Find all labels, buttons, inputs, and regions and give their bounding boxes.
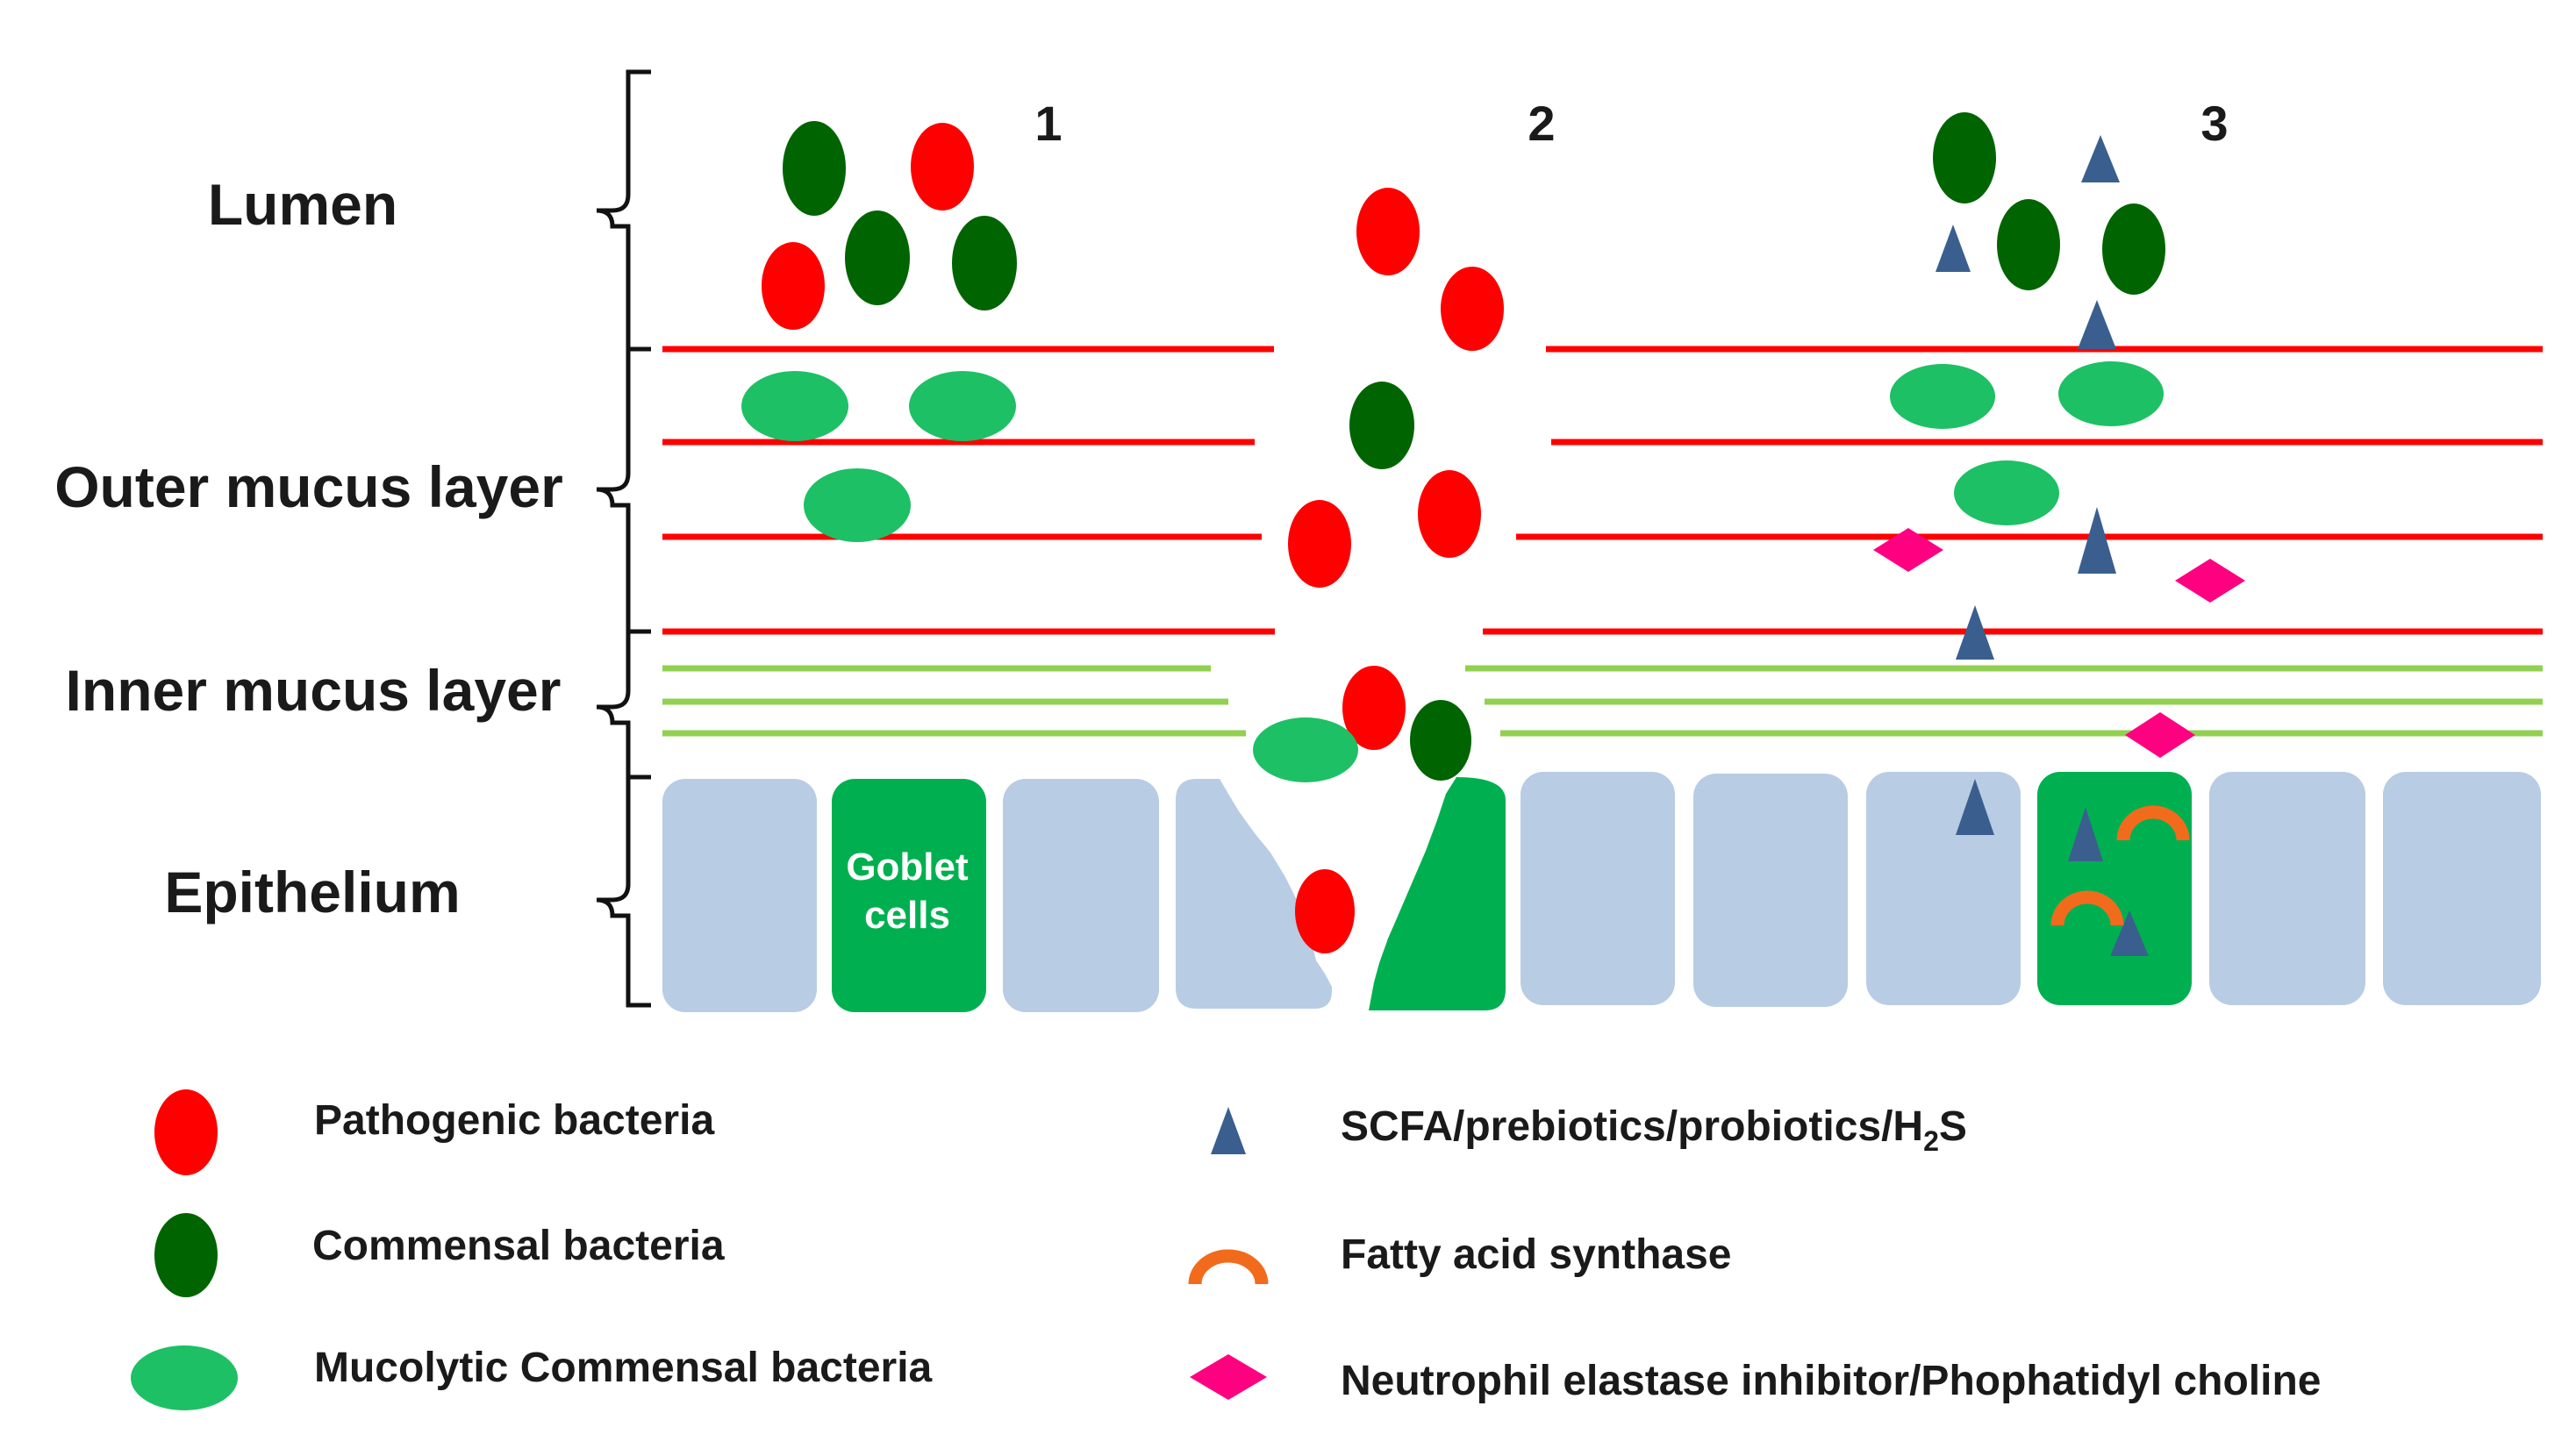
legend-mucolytic-icon xyxy=(131,1345,238,1410)
epithelium-cells xyxy=(662,772,2541,1012)
layer-label-epithelium: Epithelium xyxy=(164,860,460,924)
legend-commensal-icon xyxy=(154,1213,218,1297)
scfa-triangle-icon xyxy=(1956,605,1994,660)
commensal-bacterium xyxy=(2102,203,2165,295)
commensal-bacterium xyxy=(952,216,1017,310)
commensal-bacterium xyxy=(1933,112,1996,203)
mucolytic-commensal-bacterium xyxy=(909,371,1016,441)
legend-elastase-label: Neutrophil elastase inhibitor/Phophatidy… xyxy=(1341,1358,2321,1404)
layer-label-outer-mucus: Outer mucus layer xyxy=(54,454,563,519)
lumen-brace xyxy=(596,69,651,352)
mucolytic-commensal-bacterium xyxy=(741,371,848,441)
outer-mucus-lines xyxy=(662,346,2543,635)
legend-commensal-label: Commensal bacteria xyxy=(312,1223,725,1269)
pathogenic-bacterium xyxy=(1342,666,1406,750)
scfa-triangle-icon xyxy=(2068,807,2103,861)
commensal-bacterium xyxy=(1349,382,1414,469)
legend: Pathogenic bacteria Commensal bacteria M… xyxy=(131,1089,2321,1410)
damaged-goblet-cell xyxy=(1369,777,1506,1010)
goblet-cell xyxy=(832,779,986,1012)
scfa-triangle-icon xyxy=(2110,910,2149,956)
scfa-triangle-icon xyxy=(2078,300,2116,349)
epithelial-cell xyxy=(662,779,817,1012)
epithelial-cell xyxy=(1521,772,1675,1005)
pathogenic-bacterium xyxy=(1295,869,1355,953)
pathogenic-bacterium xyxy=(762,242,825,330)
damaged-epithelial-cell xyxy=(1176,779,1332,1009)
fatty-acid-synthase-icon xyxy=(2050,890,2124,926)
panel-3-elastase-diamonds xyxy=(1873,528,2245,758)
legend-scfa-subscript: 2 xyxy=(1923,1125,1939,1157)
goblet-cell-label: cells xyxy=(864,894,950,937)
layer-label-lumen: Lumen xyxy=(208,172,397,237)
legend-scfa-text: SCFA/prebiotics/probiotics/H xyxy=(1341,1103,1923,1150)
legend-scfa-label: SCFA/prebiotics/probiotics/H2S xyxy=(1341,1103,1967,1157)
panel-3-scfa-triangles xyxy=(1936,135,2149,956)
elastase-diamond-icon xyxy=(2125,712,2195,758)
legend-fas-label: Fatty acid synthase xyxy=(1341,1231,1732,1278)
mucolytic-commensal-bacterium xyxy=(1954,460,2059,525)
elastase-diamond-icon xyxy=(1873,528,1943,572)
scfa-triangle-icon xyxy=(2081,135,2120,182)
mucolytic-commensal-bacterium xyxy=(1253,717,1358,782)
goblet-cell-label: Goblet xyxy=(846,846,969,889)
goblet-cell xyxy=(2037,772,2192,1005)
pathogenic-bacterium xyxy=(1441,267,1504,351)
legend-scfa-suffix: S xyxy=(1939,1103,1967,1150)
legend-scfa-icon xyxy=(1211,1107,1246,1154)
epithelial-cell xyxy=(1693,774,1848,1007)
scfa-triangle-icon xyxy=(1936,225,1971,272)
panel-1-bacteria xyxy=(741,121,1017,542)
commensal-bacterium xyxy=(783,121,846,216)
pathogenic-bacterium xyxy=(1356,188,1420,275)
panel-3-fas-arcs xyxy=(2050,805,2190,926)
elastase-diamond-icon xyxy=(2175,559,2245,603)
legend-pathogenic-icon xyxy=(154,1089,218,1175)
panel-number-3: 3 xyxy=(2200,96,2228,151)
legend-fas-icon xyxy=(1188,1249,1269,1285)
mucolytic-commensal-bacterium xyxy=(804,468,911,542)
epithelial-cell xyxy=(2209,772,2365,1005)
commensal-bacterium xyxy=(1410,700,1471,781)
layer-label-inner-mucus: Inner mucus layer xyxy=(66,658,562,723)
panel-number-1: 1 xyxy=(1034,96,1062,151)
pathogenic-bacterium xyxy=(911,123,974,211)
layer-braces xyxy=(596,69,651,1008)
panel-2-bacteria xyxy=(1253,188,1504,953)
legend-pathogenic-label: Pathogenic bacteria xyxy=(314,1097,714,1144)
scfa-triangle-icon xyxy=(1956,779,1994,835)
commensal-bacterium xyxy=(1997,199,2060,290)
outer-mucus-brace xyxy=(596,346,651,634)
epithelial-cell xyxy=(1866,772,2021,1005)
inner-mucus-lines xyxy=(662,665,2543,737)
panel-number-2: 2 xyxy=(1528,96,1555,151)
epithelium-brace xyxy=(596,774,651,1008)
panel-3-bacteria xyxy=(1890,112,2165,525)
commensal-bacterium xyxy=(845,211,910,305)
epithelial-cell xyxy=(1003,779,1159,1012)
scfa-triangle-icon xyxy=(2078,507,2116,574)
legend-mucolytic-label: Mucolytic Commensal bacteria xyxy=(314,1345,933,1391)
inner-mucus-brace xyxy=(596,629,651,780)
mucolytic-commensal-bacterium xyxy=(2058,361,2164,426)
mucolytic-commensal-bacterium xyxy=(1890,364,1995,429)
legend-elastase-icon xyxy=(1190,1354,1267,1400)
pathogenic-bacterium xyxy=(1288,500,1351,588)
fatty-acid-synthase-icon xyxy=(2116,805,2190,841)
pathogenic-bacterium xyxy=(1418,470,1481,558)
epithelial-cell xyxy=(2383,772,2541,1005)
